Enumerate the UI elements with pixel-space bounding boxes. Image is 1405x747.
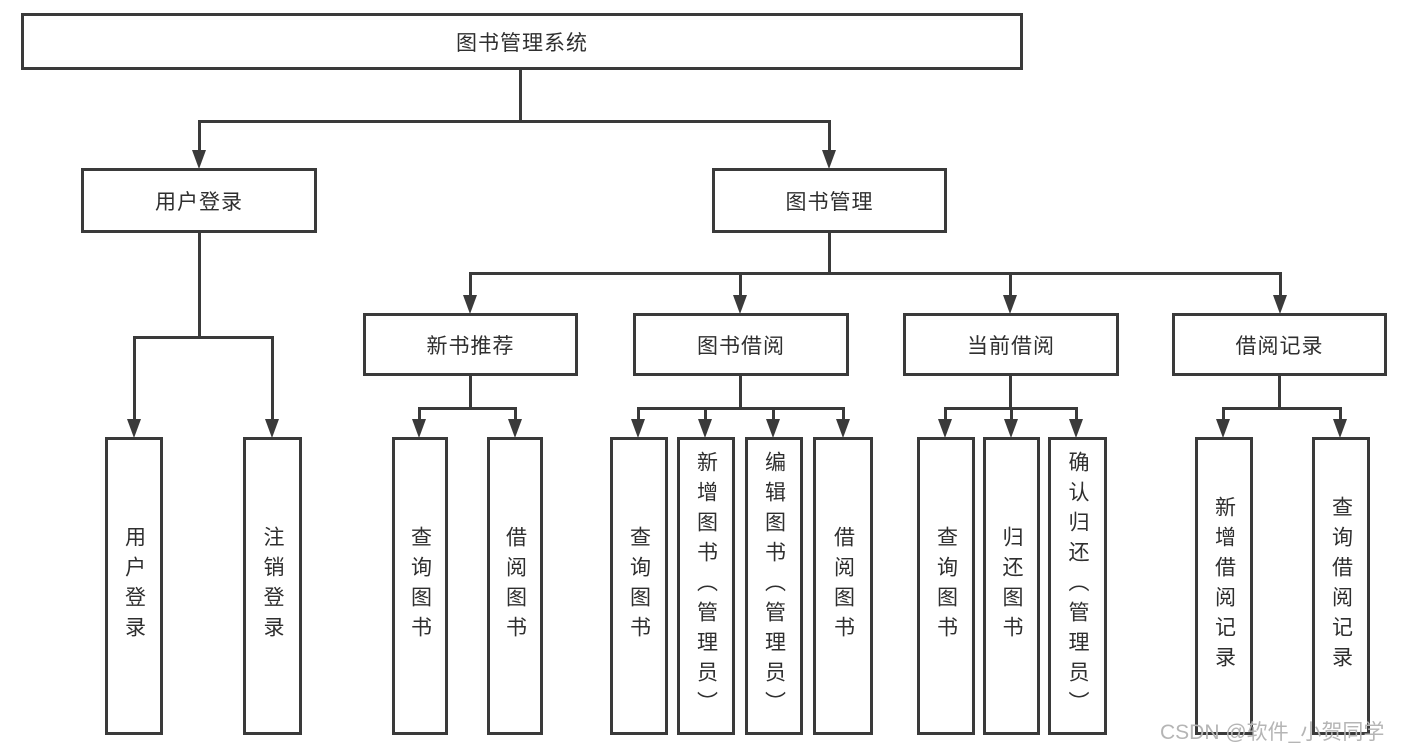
- node-current-borrow-label: 当前借阅: [967, 334, 1055, 358]
- arrow-to-leaf-bb-borrow-icon: [836, 419, 850, 438]
- leaf-return-books-label: 归还图书: [1000, 526, 1023, 646]
- node-new-book-recommend-label: 新书推荐: [426, 334, 515, 358]
- leaf-newbook-borrow-books: 借阅图书: [487, 437, 543, 735]
- arrow-to-leaf-cb-return-icon: [1004, 419, 1018, 438]
- connector-to-leaf-bb-query: [637, 407, 640, 421]
- arrow-to-book-borrow-icon: [733, 295, 747, 314]
- connector-to-leaf-cb-confirm: [1075, 407, 1078, 421]
- leaf-query-borrow-record: 查询借阅记录: [1312, 437, 1370, 735]
- arrow-to-borrow-record-icon: [1273, 295, 1287, 314]
- connector-current-borrow-stub: [1009, 376, 1012, 407]
- leaf-borrow-query-books: 查询图书: [610, 437, 668, 735]
- arrow-to-user-login-icon: [192, 150, 206, 169]
- leaf-add-borrow-record: 新增借阅记录: [1195, 437, 1253, 735]
- node-book-borrow-label: 图书借阅: [697, 334, 785, 358]
- connector-book-borrow-stub: [739, 376, 742, 407]
- leaf-logout: 注销登录: [243, 437, 302, 735]
- connector-book-mgmt-split: [469, 272, 1282, 275]
- connector-to-leaf-bb-add: [704, 407, 707, 421]
- arrow-to-leaf-cb-confirm-icon: [1069, 419, 1083, 438]
- leaf-current-query-books: 查询图书: [917, 437, 975, 735]
- leaf-newbook-borrow-books-label: 借阅图书: [503, 526, 527, 646]
- connector-to-leaf-cb-query: [944, 407, 947, 421]
- leaf-edit-books-admin: 编辑图书（管理员）: [745, 437, 803, 735]
- arrow-to-leaf-nb-query-icon: [412, 419, 426, 438]
- arrow-to-leaf-bb-add-icon: [698, 419, 712, 438]
- connector-to-leaf-br-add: [1222, 407, 1225, 421]
- leaf-confirm-return-admin-label: 确认归还（管理员）: [1066, 451, 1089, 721]
- connector-borrow-record-split: [1222, 407, 1341, 410]
- node-new-book-recommend: 新书推荐: [363, 313, 578, 376]
- arrow-to-leaf-user-login-icon: [127, 419, 141, 438]
- arrow-to-leaf-bb-query-icon: [631, 419, 645, 438]
- connector-user-login-stub: [198, 233, 201, 336]
- connector-to-new-book: [469, 272, 472, 297]
- connector-book-borrow-split: [637, 407, 845, 410]
- connector-to-leaf-bb-borrow: [842, 407, 845, 421]
- connector-to-leaf-bb-edit: [772, 407, 775, 421]
- connector-new-book-split: [418, 407, 517, 410]
- connector-to-book-borrow: [739, 272, 742, 297]
- connector-root-split: [198, 120, 831, 123]
- connector-new-book-stub: [469, 376, 472, 407]
- connector-to-leaf-user-login: [133, 336, 136, 421]
- connector-borrow-record-stub: [1278, 376, 1281, 407]
- leaf-logout-label: 注销登录: [261, 526, 284, 646]
- leaf-current-query-books-label: 查询图书: [934, 526, 958, 646]
- arrow-to-new-book-icon: [463, 295, 477, 314]
- arrow-to-book-mgmt-icon: [822, 150, 836, 169]
- connector-to-user-login: [198, 120, 201, 152]
- leaf-edit-books-admin-label: 编辑图书（管理员）: [762, 451, 786, 721]
- connector-to-book-mgmt: [828, 120, 831, 152]
- arrow-to-leaf-logout-icon: [265, 419, 279, 438]
- leaf-user-login-label: 用户登录: [122, 526, 146, 646]
- connector-to-leaf-nb-borrow: [514, 407, 517, 421]
- node-current-borrow: 当前借阅: [903, 313, 1119, 376]
- leaf-newbook-query-books-label: 查询图书: [408, 526, 432, 646]
- watermark: CSDN @软件_小贺同学: [1160, 721, 1385, 744]
- leaf-borrow-books: 借阅图书: [813, 437, 873, 735]
- leaf-add-books-admin-label: 新增图书（管理员）: [694, 451, 718, 721]
- leaf-return-books: 归还图书: [983, 437, 1040, 735]
- node-book-management-label: 图书管理: [785, 190, 874, 214]
- connector-to-leaf-br-query: [1339, 407, 1342, 421]
- leaf-borrow-query-books-label: 查询图书: [627, 526, 651, 646]
- arrow-to-leaf-br-add-icon: [1216, 419, 1230, 438]
- leaf-add-books-admin: 新增图书（管理员）: [677, 437, 735, 735]
- connector-root-stub: [519, 70, 522, 120]
- connector-to-leaf-logout: [271, 336, 274, 421]
- connector-user-login-split: [133, 336, 274, 339]
- connector-to-borrow-record: [1279, 272, 1282, 297]
- connector-to-leaf-nb-query: [418, 407, 421, 421]
- arrow-to-leaf-bb-edit-icon: [766, 419, 780, 438]
- leaf-newbook-query-books: 查询图书: [392, 437, 448, 735]
- node-borrow-record-label: 借阅记录: [1235, 334, 1324, 358]
- leaf-borrow-books-label: 借阅图书: [831, 526, 855, 646]
- leaf-confirm-return-admin: 确认归还（管理员）: [1048, 437, 1107, 735]
- connector-to-current-borrow: [1009, 272, 1012, 297]
- node-root-label: 图书管理系统: [456, 31, 588, 55]
- node-user-login-label: 用户登录: [155, 190, 243, 214]
- arrow-to-leaf-cb-query-icon: [938, 419, 952, 438]
- arrow-to-current-borrow-icon: [1003, 295, 1017, 314]
- arrow-to-leaf-nb-borrow-icon: [508, 419, 522, 438]
- leaf-query-borrow-record-label: 查询借阅记录: [1329, 496, 1353, 676]
- node-book-borrow: 图书借阅: [633, 313, 849, 376]
- arrow-to-leaf-br-query-icon: [1333, 419, 1347, 438]
- leaf-user-login: 用户登录: [105, 437, 163, 735]
- node-user-login: 用户登录: [81, 168, 317, 233]
- node-root: 图书管理系统: [21, 13, 1023, 70]
- connector-to-leaf-cb-return: [1010, 407, 1013, 421]
- node-book-management: 图书管理: [712, 168, 947, 233]
- node-borrow-record: 借阅记录: [1172, 313, 1387, 376]
- connector-book-mgmt-stub: [828, 233, 831, 272]
- leaf-add-borrow-record-label: 新增借阅记录: [1212, 496, 1236, 676]
